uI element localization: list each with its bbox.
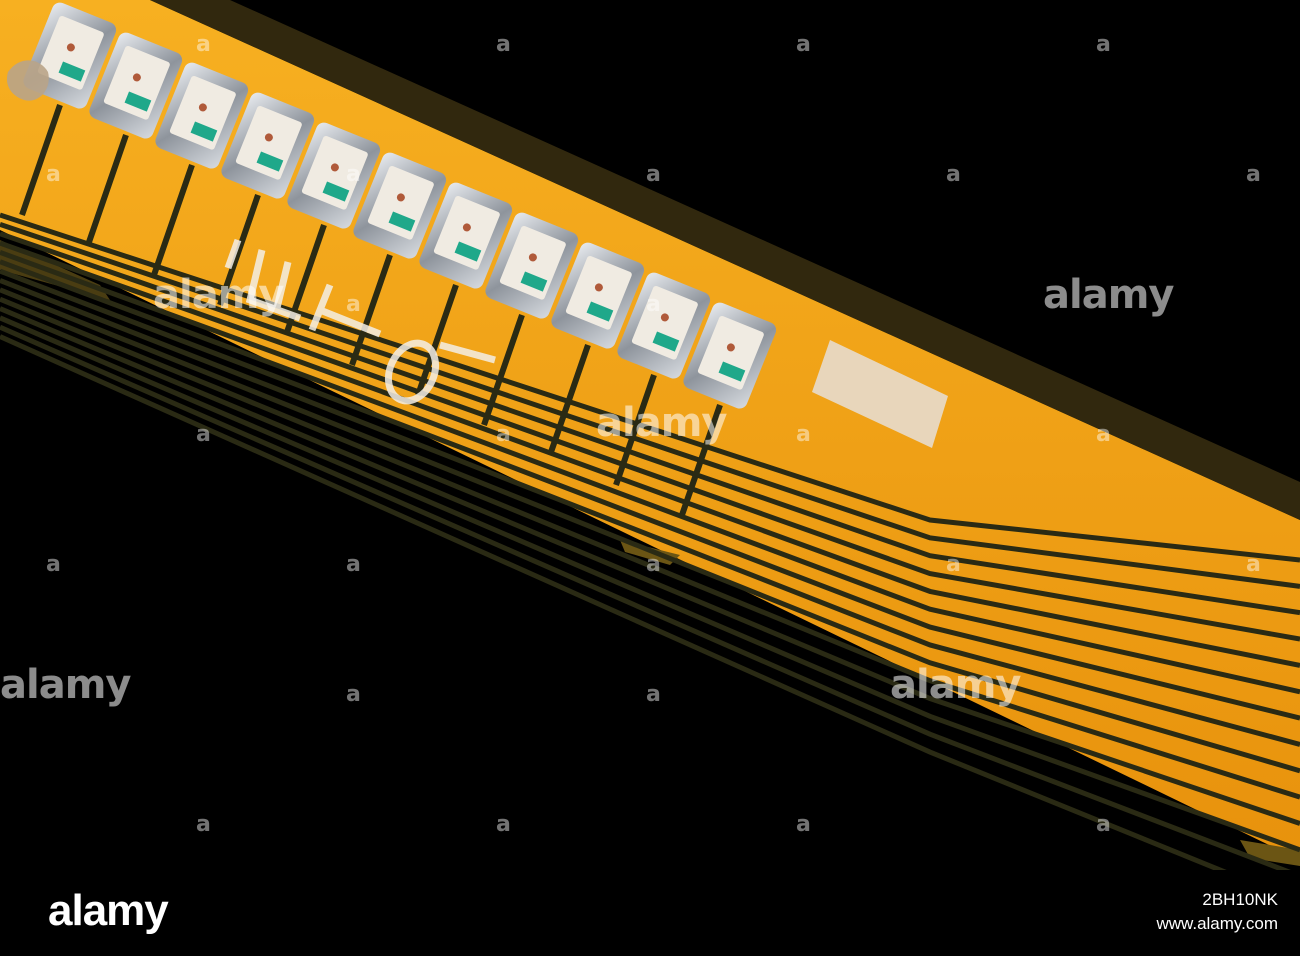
pcb-trace [0,306,1300,826]
pcb-trace [547,344,591,456]
polarity-mark [520,271,548,292]
pcb-trace [0,334,1300,905]
pcb-trace [0,250,1300,668]
led-die [726,343,735,352]
pcb-trace [85,134,129,246]
led-body [433,195,500,270]
footer-logo: alamy [48,886,169,935]
pcb-trace [0,296,1300,800]
pcb-trace [0,259,1300,695]
led-chip [617,272,711,379]
pcb-trace [0,315,1300,853]
pcb-trace [0,240,1300,642]
led-chip [683,302,777,409]
pcb-trace [19,104,63,216]
led-body [565,255,632,330]
led-die [660,313,669,322]
led-row [23,2,777,409]
led-die [462,223,471,232]
silkscreen [224,238,496,405]
led-chip [551,242,645,349]
polarity-mark [124,91,152,112]
led-body [499,225,566,300]
polarity-mark [190,121,218,142]
led-chip [221,92,315,199]
pcb-trace [349,254,393,366]
pcb-trace [0,287,1300,774]
polarity-mark [322,181,350,202]
polarity-mark [256,151,284,172]
led-chip [287,122,381,229]
polarity-mark [718,361,746,382]
led-die [198,103,207,112]
led-die [330,163,339,172]
led-body [169,75,236,150]
site-url: www.alamy.com [1156,914,1278,933]
polarity-mark [652,331,680,352]
footer-bar: alamy 2BH10NK www.alamy.com [0,870,1300,956]
led-chip [353,152,447,259]
pcb-trace [679,404,723,516]
led-die [264,133,273,142]
led-body [301,135,368,210]
polarity-mark [454,241,482,262]
polarity-mark [586,301,614,322]
pcb-edge [150,0,1300,520]
pcb-trace [151,164,195,276]
pcb-trace [415,284,459,396]
pcb-tab [1240,840,1300,866]
polarity-mark [58,61,86,82]
polarity-mark [388,211,416,232]
led-body [697,315,764,390]
led-body [103,45,170,120]
pcb-pad [812,340,948,448]
led-body [235,105,302,180]
pcb-trace [481,314,525,426]
led-chip [155,62,249,169]
led-die [594,283,603,292]
pcb-trace [217,194,261,306]
led-body [631,285,698,360]
pcb-trace [0,278,1300,747]
led-die [528,253,537,262]
solder-debris [6,60,49,101]
image-id: 2BH10NK [1202,890,1278,909]
pcb-trace [0,324,1300,879]
pcb-trace [0,231,1300,616]
led-die [66,43,75,52]
led-die [132,73,141,82]
led-body [367,165,434,240]
pcb-trace [613,374,657,486]
pcb-trace [0,212,1300,563]
led-chip [419,182,513,289]
led-chip [89,32,183,139]
led-chip [485,212,579,319]
led-die [396,193,405,202]
pcb-trace [0,268,1300,721]
pcb-traces [0,104,1300,905]
led-body [37,15,104,90]
